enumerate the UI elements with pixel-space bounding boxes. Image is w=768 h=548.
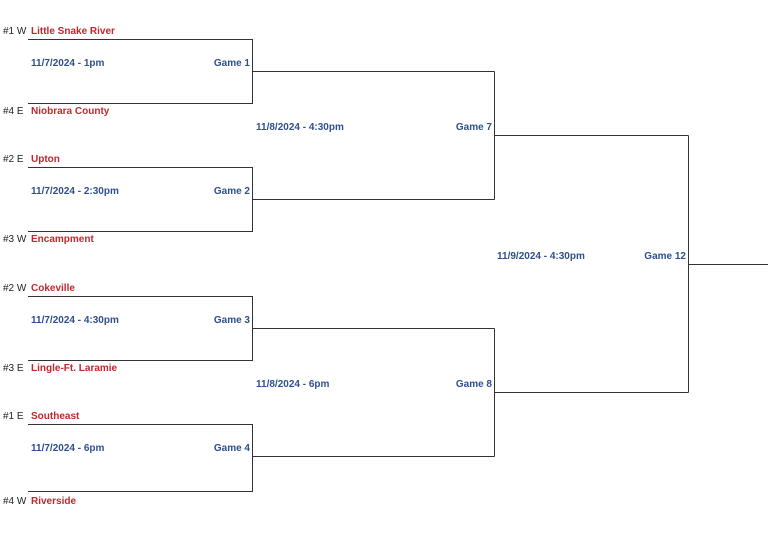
game-label: Game 4 bbox=[213, 443, 250, 454]
team-name: Cokeville bbox=[31, 283, 75, 294]
game-time: 11/7/2024 - 4:30pm bbox=[31, 315, 119, 326]
game12-connector bbox=[688, 135, 768, 393]
game-label: Game 8 bbox=[455, 379, 492, 390]
team-name: Niobrara County bbox=[31, 106, 110, 117]
game8-connector bbox=[494, 328, 689, 457]
team-name: Little Snake River bbox=[31, 26, 115, 37]
team-seed: #4 W bbox=[3, 496, 27, 507]
game3-connector bbox=[28, 296, 495, 361]
game4-connector bbox=[28, 424, 495, 492]
game7-connector bbox=[494, 71, 689, 200]
game-time: 11/8/2024 - 6pm bbox=[256, 379, 330, 390]
game-time: 11/7/2024 - 6pm bbox=[31, 443, 105, 454]
game-time: 11/9/2024 - 4:30pm bbox=[497, 251, 585, 262]
team-seed: #3 W bbox=[3, 234, 27, 245]
team-seed: #3 E bbox=[3, 363, 24, 374]
game-time: 11/7/2024 - 2:30pm bbox=[31, 186, 119, 197]
game-label: Game 2 bbox=[213, 186, 250, 197]
game-label: Game 12 bbox=[644, 251, 686, 262]
team-name: Encampment bbox=[31, 234, 94, 245]
game-label: Game 7 bbox=[455, 122, 492, 133]
team-seed: #1 E bbox=[3, 411, 24, 422]
game1-connector bbox=[28, 39, 495, 104]
team-name: Lingle-Ft. Laramie bbox=[31, 363, 118, 374]
team-name: Upton bbox=[31, 154, 60, 165]
team-name: Riverside bbox=[31, 496, 77, 507]
game2-connector bbox=[28, 167, 495, 232]
game-time: 11/7/2024 - 1pm bbox=[31, 58, 105, 69]
team-seed: #2 W bbox=[3, 283, 27, 294]
game-label: Game 1 bbox=[213, 58, 250, 69]
game-time: 11/8/2024 - 4:30pm bbox=[256, 122, 344, 133]
team-seed: #4 E bbox=[3, 106, 24, 117]
team-name: Southeast bbox=[31, 411, 80, 422]
game-label: Game 3 bbox=[213, 315, 250, 326]
team-seed: #2 E bbox=[3, 154, 24, 165]
team-seed: #1 W bbox=[3, 26, 27, 37]
